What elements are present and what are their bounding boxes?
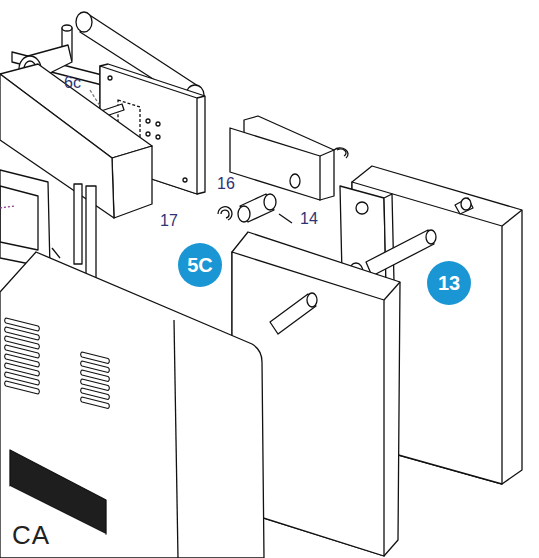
part-number: 14 bbox=[300, 211, 318, 227]
circle-fill bbox=[178, 243, 222, 287]
part-number: 6c bbox=[64, 75, 81, 91]
callout-circle: 5C bbox=[178, 243, 222, 287]
cover-housing bbox=[0, 248, 264, 558]
callout-circle: 13 bbox=[427, 261, 471, 305]
callout-number: 5C bbox=[187, 255, 213, 275]
logo-text: CA bbox=[12, 522, 50, 548]
vent-slot bbox=[81, 397, 110, 409]
pin-14 bbox=[238, 194, 292, 223]
callout-number: 13 bbox=[438, 273, 460, 293]
vent-slot bbox=[5, 381, 40, 394]
part-number: 16 bbox=[217, 176, 235, 192]
part-number: 17 bbox=[160, 213, 178, 229]
circlip bbox=[218, 148, 348, 220]
circle-fill bbox=[427, 261, 471, 305]
slotted-bar bbox=[230, 116, 334, 200]
